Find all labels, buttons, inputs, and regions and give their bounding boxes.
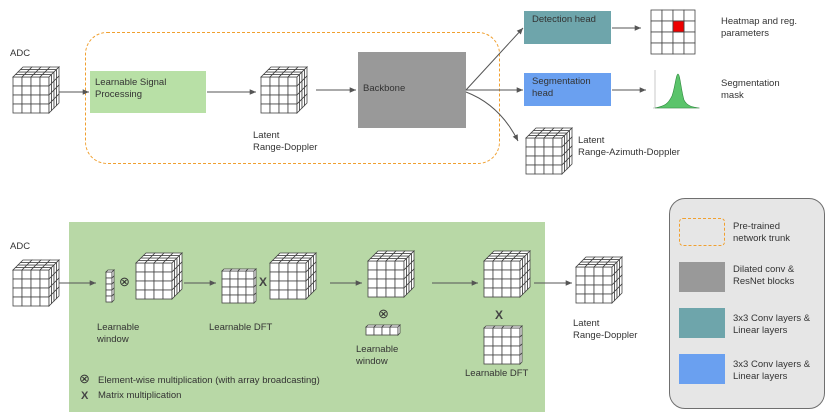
bottom-adc-cube [12, 259, 60, 307]
learnable-window-2-label-1: Learnable [356, 344, 399, 355]
bottom-adc-label: ADC [10, 241, 31, 252]
heatmap-grid [650, 9, 696, 55]
window-1-data-cube [135, 252, 183, 300]
pre-trained-trunk-outline [85, 32, 500, 164]
learnable-dft-2-label: Learnable DFT [465, 368, 529, 379]
learnable-window-1-label-1: Learnable [97, 322, 140, 333]
learnable-window-2-bar [365, 324, 401, 336]
legend-pretrained-2: network trunk [733, 233, 791, 244]
learnable-window-1-bar [105, 269, 115, 303]
bottom-latent-rd-label-2: Range-Doppler [573, 330, 638, 341]
legend-conv-blue-1: 3x3 Conv layers & [733, 359, 811, 370]
bottom-latent-rd-cube [575, 256, 623, 304]
segmentation-head-block: Segmentation head [524, 73, 611, 106]
latent-rad-label-1: Latent [578, 135, 605, 146]
top-latent-rd-label-1: Latent [253, 130, 280, 141]
latent-rad-cube [525, 127, 573, 175]
learnable-window-2-label-2: window [356, 356, 388, 367]
arrow-backbone-to-latent-rad [465, 91, 519, 142]
matrix-symbol-2: X [495, 308, 504, 322]
legend-conv-blue-2: Linear layers [733, 371, 788, 382]
legend-pretrained-1: Pre-trained [733, 221, 780, 232]
matrix-legend-symbol: X [81, 390, 89, 402]
elementwise-symbol-1: ⊗ [119, 274, 130, 289]
top-latent-rd-label-2: Range-Doppler [253, 142, 318, 153]
seg-mask-label-1: Segmentation [721, 78, 780, 89]
dft-1-data-cube [269, 252, 317, 300]
learnable-signal-processing-label: Learnable Signal Processing [95, 77, 167, 100]
dft-2-data-cube [483, 250, 531, 298]
matrix-legend-note: Matrix multiplication [98, 390, 182, 401]
detection-head-label: Detection head [532, 14, 596, 25]
legend-dilated-2: ResNet blocks [733, 276, 795, 287]
elementwise-symbol-2: ⊗ [378, 306, 389, 321]
learnable-window-1-label-2: window [97, 334, 129, 345]
learnable-dft-2-matrix [483, 325, 523, 365]
backbone-block: Backbone [358, 52, 466, 128]
backbone-label: Backbone [363, 83, 406, 94]
window-2-data-cube [367, 250, 415, 298]
top-latent-rd-cube [260, 66, 308, 114]
legend-swatch-teal [679, 308, 725, 338]
elementwise-legend-note: Element-wise multiplication (with array … [98, 375, 320, 386]
bottom-latent-rd-label-1: Latent [573, 318, 600, 329]
heatmap-label-2: parameters [721, 28, 770, 39]
heatmap-label-1: Heatmap and reg. [721, 16, 798, 27]
detection-head-block: Detection head [524, 11, 611, 44]
arrow-backbone-to-detection [465, 27, 524, 91]
learnable-signal-processing-block: Learnable Signal Processing [90, 71, 206, 113]
legend-dilated-1: Dilated conv & [733, 264, 795, 275]
legend-conv-teal-1: 3x3 Conv layers & [733, 313, 811, 324]
legend-swatch-blue [679, 354, 725, 384]
top-adc-cube [12, 66, 60, 114]
elementwise-legend-symbol: ⊗ [79, 371, 90, 386]
matrix-symbol-1: X [259, 275, 268, 289]
seg-mask-label-2: mask [721, 90, 744, 101]
legend-conv-teal-2: Linear layers [733, 325, 788, 336]
top-adc-label: ADC [10, 48, 31, 59]
latent-rad-label-2: Range-Azimuth-Doppler [578, 147, 680, 158]
learnable-dft-1-label: Learnable DFT [209, 322, 273, 333]
legend-swatch-dilated [679, 262, 725, 292]
segmentation-head-label: Segmentation head [532, 76, 591, 99]
segmentation-mask-image [653, 70, 700, 109]
learnable-dft-1-matrix [221, 268, 257, 304]
legend-swatch-pretrained [679, 218, 725, 246]
